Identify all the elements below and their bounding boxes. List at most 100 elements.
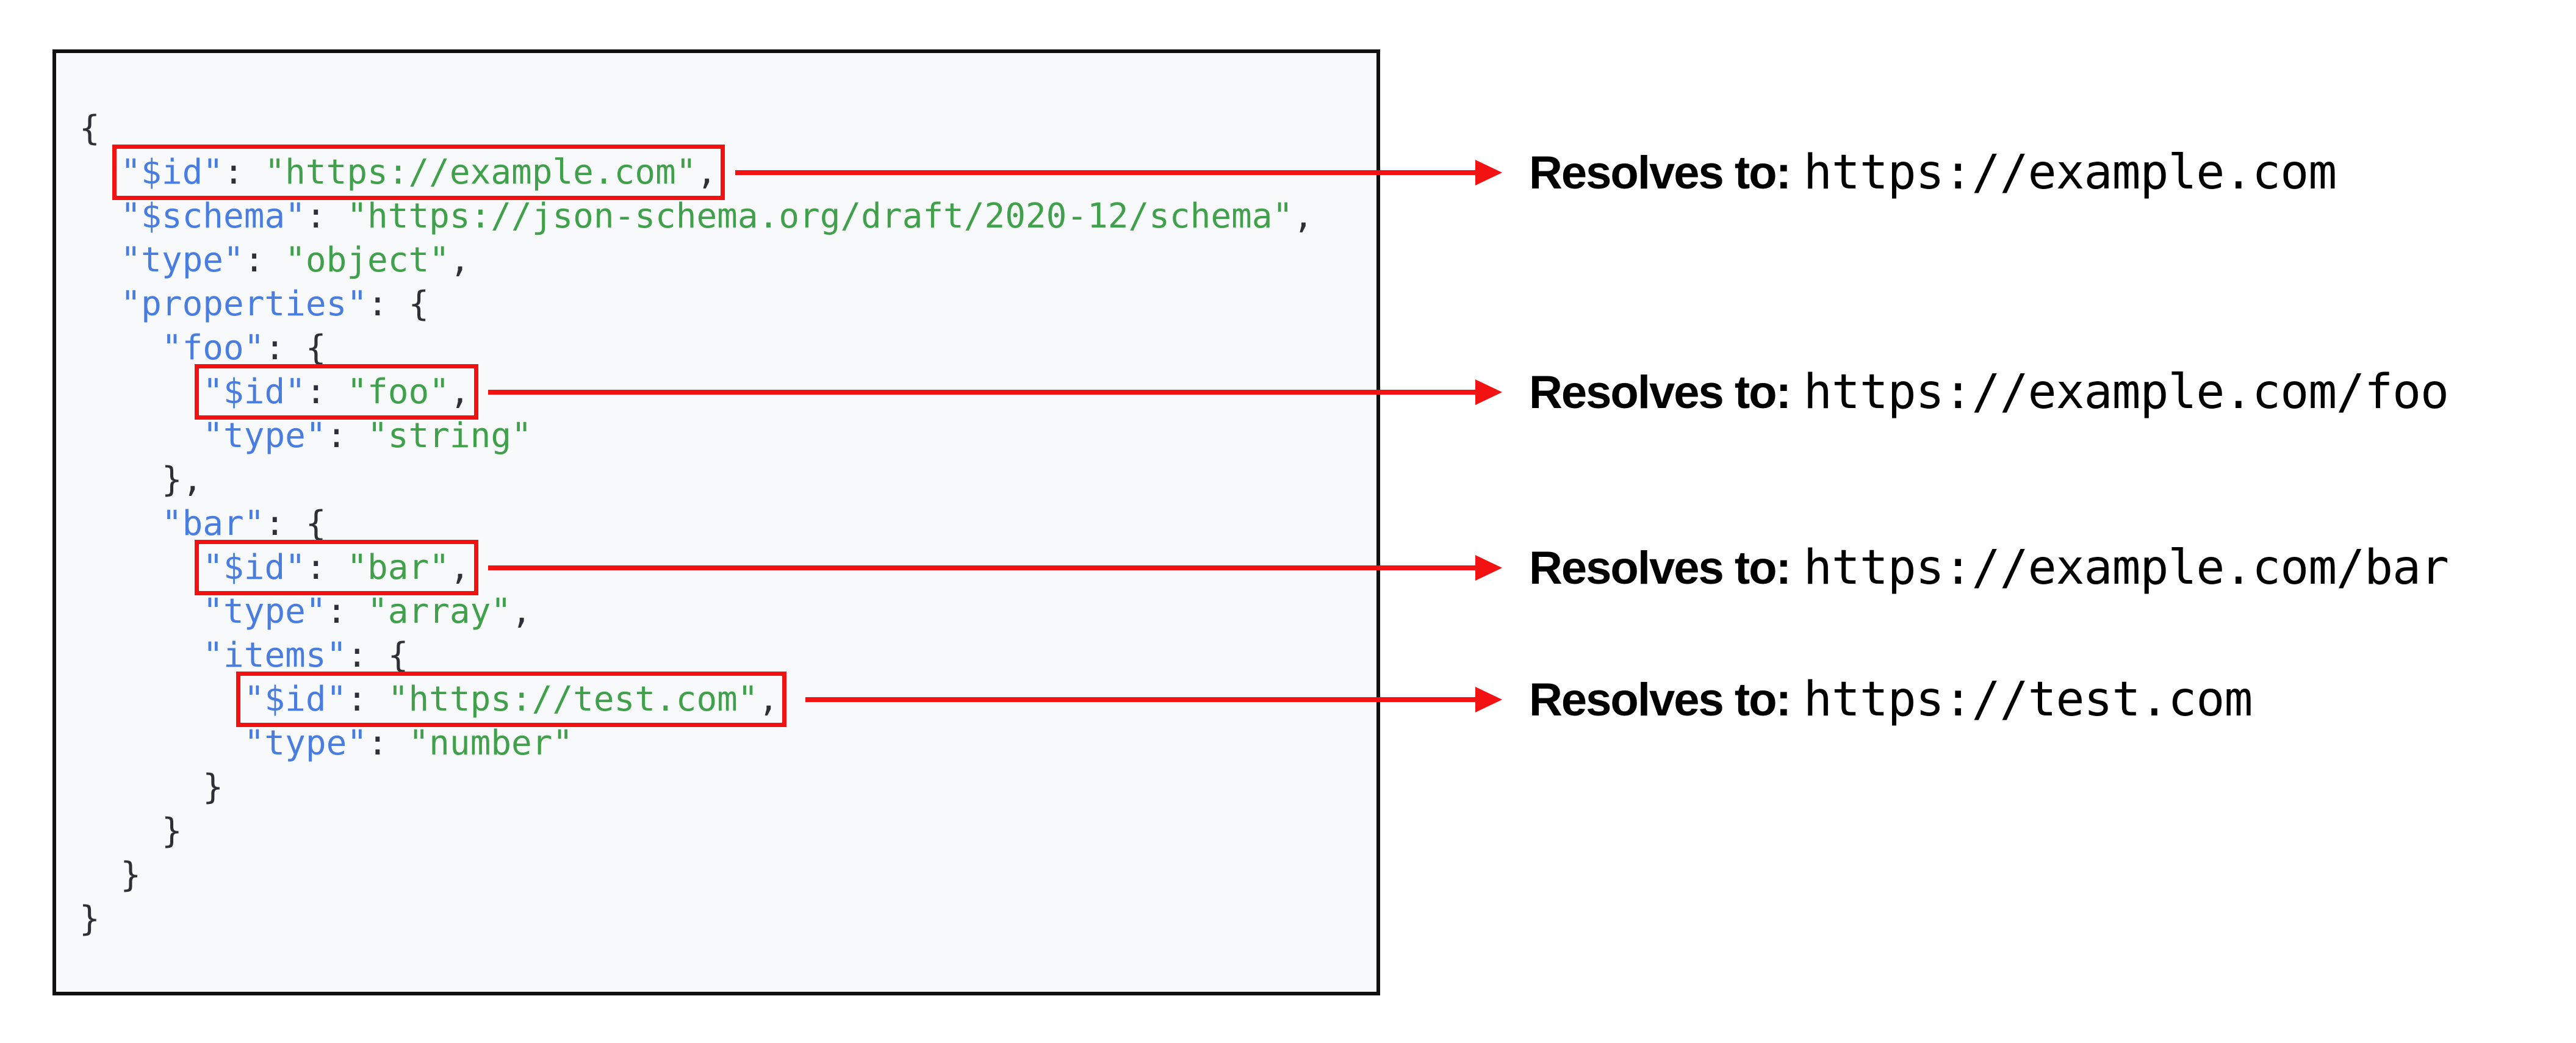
- json-punctuation: [79, 328, 162, 368]
- code-line: }: [79, 897, 1376, 941]
- json-key: "type": [243, 723, 368, 763]
- code-line: "$schema": "https://json-schema.org/draf…: [79, 195, 1376, 238]
- highlight-box: "$id": "foo",: [195, 364, 478, 420]
- json-punctuation: [79, 679, 244, 719]
- code-line: "$id": "foo",: [79, 364, 1376, 420]
- arrowhead-icon: [1475, 687, 1502, 712]
- json-punctuation: : {: [367, 284, 430, 324]
- json-punctuation: : {: [347, 636, 409, 675]
- json-punctuation: }: [79, 811, 182, 851]
- json-punctuation: ,: [758, 679, 779, 719]
- json-punctuation: :: [347, 679, 388, 719]
- json-punctuation: ,: [696, 152, 718, 192]
- arrowhead-icon: [1475, 555, 1502, 581]
- json-key: "type": [203, 592, 326, 631]
- code-line: "type": "string": [79, 414, 1376, 458]
- code-line: }: [79, 809, 1376, 853]
- code-line: "type": "array",: [79, 590, 1376, 634]
- code-line: "$id": "https://example.com",: [79, 145, 1376, 200]
- json-punctuation: ,: [1293, 196, 1314, 236]
- json-key: "type": [120, 240, 244, 280]
- code-line: "type": "object",: [79, 238, 1376, 282]
- json-punctuation: ,: [449, 372, 470, 412]
- arrowhead-icon: [1475, 160, 1502, 185]
- json-string: "object": [285, 240, 450, 280]
- json-punctuation: [79, 504, 162, 543]
- json-punctuation: },: [79, 460, 203, 500]
- json-key: "$schema": [120, 196, 306, 236]
- arrow-shaft: [805, 697, 1477, 702]
- json-string: "https://json-schema.org/draft/2020-12/s…: [347, 196, 1293, 236]
- annotation: Resolves to:https://example.com/foo: [1529, 365, 2449, 420]
- json-punctuation: [79, 723, 244, 763]
- json-key: "bar": [161, 504, 265, 543]
- annotation-value: https://test.com: [1803, 672, 2253, 727]
- json-punctuation: :: [326, 416, 368, 456]
- code-line: "properties": {: [79, 282, 1376, 326]
- annotation-value: https://example.com/foo: [1803, 365, 2449, 420]
- json-key: "properties": [120, 284, 368, 324]
- json-key: "items": [203, 636, 347, 675]
- json-key: "type": [203, 416, 326, 456]
- json-key: "foo": [161, 328, 265, 368]
- json-string: "string": [367, 416, 532, 456]
- code-line: "type": "number": [79, 722, 1376, 765]
- code-line: {: [79, 107, 1376, 151]
- json-key: "$id": [203, 372, 306, 412]
- annotation-label: Resolves to:: [1529, 367, 1791, 418]
- code-block: { "$id": "https://example.com", "$schema…: [52, 49, 1380, 995]
- json-punctuation: }: [79, 855, 142, 895]
- code-line: },: [79, 458, 1376, 502]
- json-punctuation: :: [223, 152, 265, 192]
- json-string: "bar": [347, 548, 450, 587]
- json-punctuation: :: [305, 196, 347, 236]
- json-punctuation: [79, 240, 120, 280]
- json-punctuation: [79, 152, 120, 192]
- json-punctuation: : {: [264, 504, 326, 543]
- json-punctuation: ,: [449, 548, 470, 587]
- json-punctuation: :: [305, 548, 347, 587]
- json-punctuation: :: [243, 240, 286, 280]
- json-punctuation: :: [367, 723, 409, 763]
- json-punctuation: }: [79, 767, 224, 807]
- json-key: "$id": [120, 152, 224, 192]
- json-punctuation: }: [79, 899, 100, 939]
- highlight-box: "$id": "bar",: [195, 540, 478, 595]
- code-line: }: [79, 765, 1376, 809]
- annotation-label: Resolves to:: [1529, 147, 1791, 199]
- code-line: "$id": "bar",: [79, 540, 1376, 595]
- json-string: "https://example.com": [264, 152, 697, 192]
- json-punctuation: :: [305, 372, 347, 412]
- code-line: "$id": "https://test.com",: [79, 672, 1376, 727]
- json-punctuation: [79, 196, 120, 236]
- json-punctuation: [79, 416, 203, 456]
- json-punctuation: :: [326, 592, 368, 631]
- highlight-box: "$id": "https://example.com",: [112, 145, 725, 200]
- annotation-label: Resolves to:: [1529, 674, 1791, 726]
- json-punctuation: ,: [449, 240, 470, 280]
- json-punctuation: ,: [511, 592, 532, 631]
- json-string: "https://test.com": [387, 679, 758, 719]
- code-line: "bar": {: [79, 502, 1376, 546]
- annotation: Resolves to:https://example.com: [1529, 145, 2337, 200]
- arrowhead-icon: [1475, 379, 1502, 405]
- code-line: "items": {: [79, 634, 1376, 678]
- json-punctuation: : {: [264, 328, 326, 368]
- json-string: "foo": [347, 372, 450, 412]
- json-punctuation: {: [79, 109, 100, 148]
- annotation-value: https://example.com/bar: [1803, 540, 2449, 595]
- json-punctuation: [79, 284, 120, 324]
- code-line: "foo": {: [79, 326, 1376, 370]
- json-punctuation: [79, 592, 203, 631]
- annotation: Resolves to:https://example.com/bar: [1529, 540, 2449, 595]
- json-punctuation: [79, 548, 203, 587]
- annotation-value: https://example.com: [1803, 145, 2337, 200]
- json-key: "$id": [243, 679, 347, 719]
- arrow-shaft: [488, 390, 1477, 395]
- json-punctuation: [79, 372, 203, 412]
- arrow-shaft: [735, 170, 1477, 175]
- json-punctuation: [79, 636, 203, 675]
- code-line: }: [79, 853, 1376, 897]
- highlight-box: "$id": "https://test.com",: [236, 672, 787, 727]
